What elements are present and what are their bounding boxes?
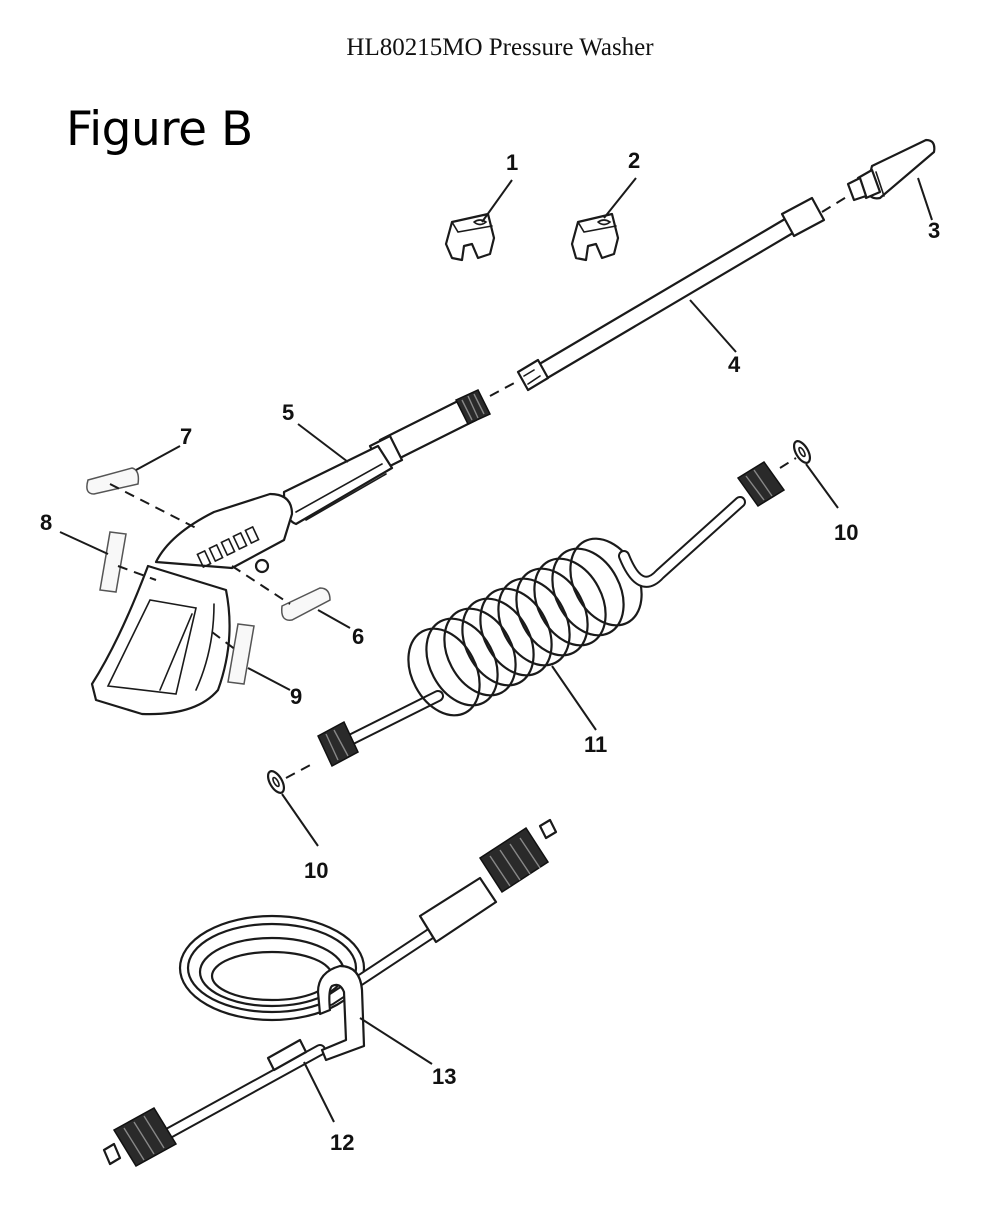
callout-10a: 10: [834, 520, 858, 545]
spray-gun-part-5: [90, 389, 492, 716]
callout-6: 6: [352, 624, 364, 649]
leader-9: [247, 667, 291, 691]
wand-extension-part-4: [516, 196, 826, 392]
callout-12: 12: [330, 1130, 354, 1155]
callout-7: 7: [180, 424, 192, 449]
leader-2: [603, 177, 637, 219]
hose-strap-part-13: [316, 964, 366, 1062]
hose-coils: [407, 537, 643, 717]
decal-part-8: [99, 531, 127, 593]
dash-line-6: [231, 565, 291, 605]
nozzle-tip-part-2: [570, 212, 620, 262]
leader-13: [359, 1017, 433, 1065]
callout-1: 1: [506, 150, 518, 175]
hose-fitting-bottom: [112, 1106, 178, 1168]
leader-12: [303, 1061, 335, 1123]
dash-line-10a: [779, 457, 797, 469]
leader-11: [551, 665, 597, 731]
document-title: HL80215MO Pressure Washer: [346, 34, 654, 61]
callout-4: 4: [728, 352, 741, 377]
leader-10b: [281, 793, 319, 847]
dash-line-7: [109, 483, 197, 529]
hose-fitting-top: [478, 826, 550, 894]
dash-line-10b: [285, 761, 317, 779]
decal-part-6: [280, 587, 331, 621]
leader-5: [297, 423, 349, 463]
leader-8: [59, 531, 109, 555]
callout-11: 11: [584, 732, 607, 757]
o-ring-part-10-left: [266, 770, 286, 794]
leader-1: [481, 179, 513, 223]
dash-line-9: [211, 631, 237, 651]
callout-10b: 10: [304, 858, 328, 883]
coiled-hose-part-11: [317, 460, 786, 768]
decal-part-9: [227, 623, 255, 685]
leader-4: [689, 299, 737, 353]
dash-line-8: [117, 565, 157, 581]
callout-5: 5: [282, 400, 294, 425]
callout-2: 2: [628, 148, 640, 173]
grip-vents: [196, 525, 260, 569]
figure-title: Figure B: [66, 102, 253, 157]
leader-7: [135, 445, 181, 471]
callout-8: 8: [40, 510, 52, 535]
leader-6: [317, 609, 351, 629]
turbo-nozzle-part-3: [846, 138, 936, 202]
dash-line-3: [821, 195, 849, 213]
decal-part-7: [86, 467, 140, 495]
callout-13: 13: [432, 1064, 456, 1089]
leader-10a: [805, 463, 839, 509]
dash-line-4: [489, 381, 517, 397]
callout-3: 3: [928, 218, 940, 243]
o-ring-part-10-right: [792, 440, 812, 464]
leader-3: [917, 177, 933, 221]
callout-9: 9: [290, 684, 302, 709]
nozzle-tip-part-1: [444, 212, 496, 262]
hose-fitting-right: [736, 460, 786, 508]
